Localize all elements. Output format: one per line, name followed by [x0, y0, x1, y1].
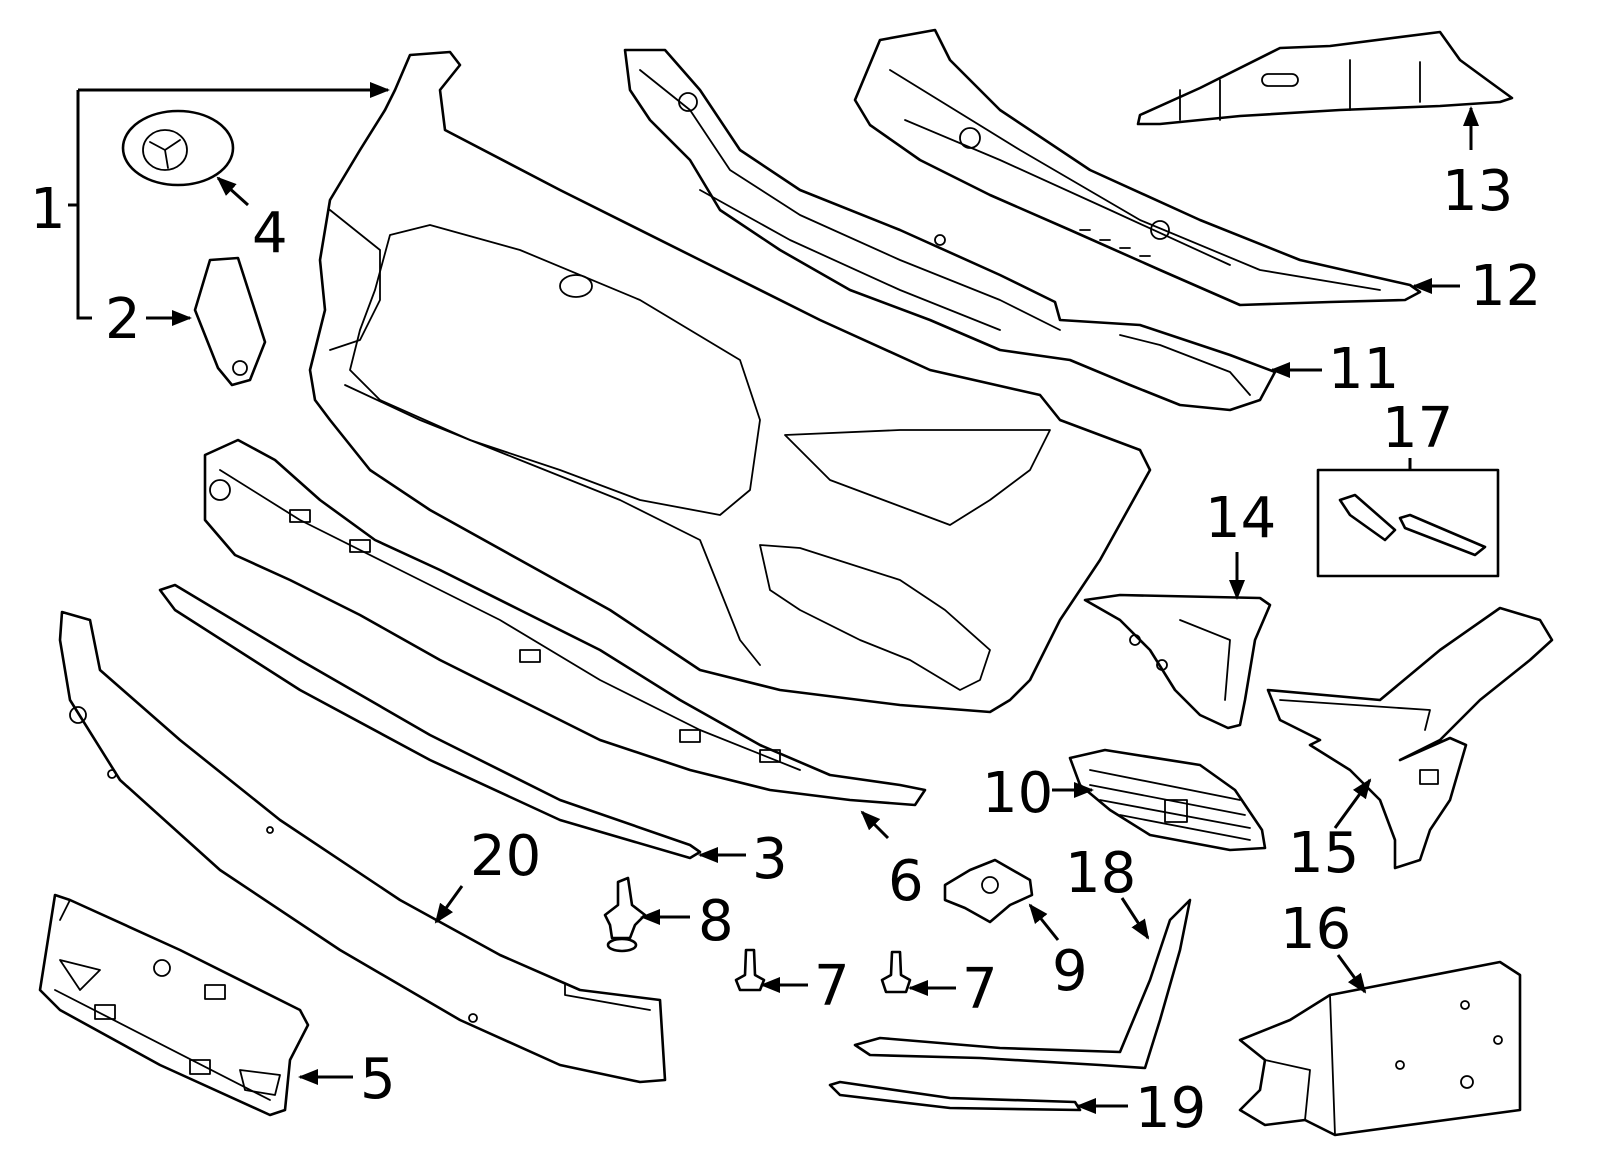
- part-6-lower-bracket: [203, 438, 927, 807]
- callout-12: 12: [1470, 254, 1541, 319]
- part-10-grille: [1068, 748, 1267, 852]
- part-7b-screw: [880, 950, 912, 994]
- callout-5: 5: [360, 1047, 396, 1112]
- callout-11: 11: [1328, 337, 1399, 402]
- callout-6: 6: [888, 849, 924, 914]
- callout-10: 10: [982, 761, 1053, 826]
- callout-labels: 1 2 3 4 5 6 7 7 8 9 10 11 12 13 14 15 16…: [30, 159, 1541, 1141]
- callout-1-bracket: [68, 82, 390, 320]
- callout-15: 15: [1288, 821, 1359, 886]
- part-2-trim: [193, 256, 267, 387]
- callout-14: 14: [1205, 486, 1276, 551]
- part-7a-screw: [734, 948, 766, 992]
- callout-20: 20: [470, 824, 541, 889]
- part-9-clip-nut: [943, 858, 1034, 924]
- callout-17: 17: [1382, 396, 1453, 461]
- callout-7b: 7: [962, 957, 998, 1022]
- part-8-push-pin: [603, 876, 647, 953]
- part-11-impact-absorber: [623, 48, 1277, 412]
- callout-2: 2: [105, 287, 141, 352]
- part-20-absorber-bar: [58, 610, 667, 1084]
- callout-1: 1: [30, 177, 66, 242]
- part-16-mount-bracket: [1238, 960, 1522, 1137]
- part-19-lower-strip: [828, 1080, 1082, 1112]
- callout-19: 19: [1135, 1076, 1206, 1141]
- part-4-emblem: [121, 109, 235, 187]
- part-5-license-bracket: [38, 893, 310, 1117]
- part-17-kit: [1316, 468, 1500, 578]
- callout-13: 13: [1442, 159, 1513, 224]
- part-13-top-bracket: [1136, 30, 1514, 126]
- callout-9: 9: [1052, 939, 1088, 1004]
- callout-7a: 7: [814, 954, 850, 1019]
- callout-4: 4: [252, 201, 288, 266]
- callout-16: 16: [1280, 897, 1351, 962]
- callout-8: 8: [698, 889, 734, 954]
- callout-3: 3: [752, 827, 788, 892]
- part-14-side-bracket: [1083, 593, 1272, 730]
- part-12-upper-reinforcement: [853, 28, 1422, 307]
- part-15-side-bracket: [1266, 606, 1554, 870]
- callout-18: 18: [1065, 841, 1136, 906]
- part-1-bumper-cover: [308, 50, 1152, 714]
- part-18-trim-strip: [853, 898, 1192, 1070]
- leader-lines: [146, 106, 1479, 1114]
